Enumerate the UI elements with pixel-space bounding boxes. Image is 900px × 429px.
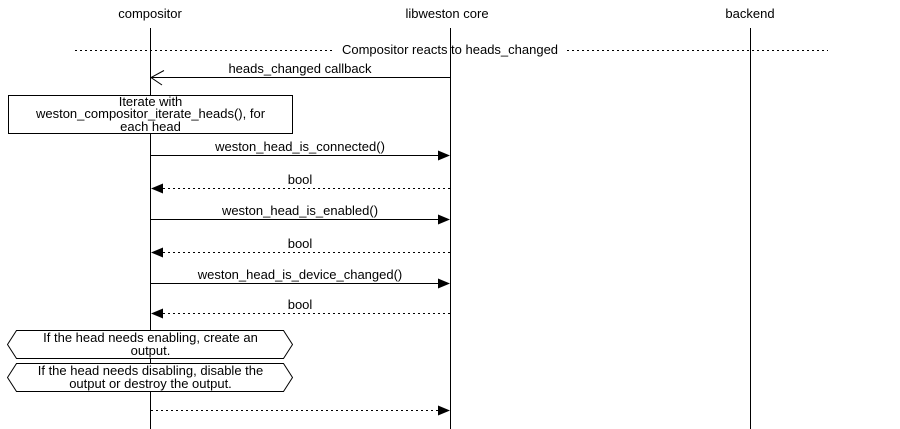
- message-label-weston-head-is-device-changed: weston_head_is_device_changed(): [197, 267, 403, 282]
- note-line: each head: [120, 118, 181, 134]
- message-label-bool-3: bool: [287, 297, 313, 312]
- actor-label-compositor: compositor: [118, 6, 182, 21]
- condition-line: output.: [130, 343, 171, 358]
- message-label-weston-head-is-connected: weston_head_is_connected(): [215, 139, 385, 154]
- message-arrow-bool-2: [151, 247, 450, 258]
- message-arrow-weston-head-is-device-changed: [151, 278, 450, 289]
- condition-line: If the head needs enabling, create an: [43, 330, 258, 345]
- message-label-heads-changed-callback: heads_changed callback: [228, 61, 372, 76]
- actor-label-libweston-core: libweston core: [405, 6, 489, 21]
- note-box: [8, 95, 293, 134]
- note-text: Iterate with weston_compositor_iterate_h…: [8, 95, 293, 134]
- note-line: weston_compositor_iterate_heads(), for: [35, 106, 266, 122]
- condition-text-disabling: If the head needs disabling, disable the…: [8, 363, 293, 391]
- actor-label-backend: backend: [725, 6, 775, 21]
- message-label-weston-head-is-enabled: weston_head_is_enabled(): [221, 203, 379, 218]
- message-arrow-final-return: [151, 405, 450, 416]
- message-arrow-weston-head-is-enabled: [151, 214, 450, 225]
- message-arrow-bool-1: [151, 183, 450, 194]
- condition-box-disabling: [6, 363, 294, 392]
- condition-line: If the head needs disabling, disable the: [37, 363, 264, 378]
- divider-label: Compositor reacts to heads_changed: [341, 42, 559, 57]
- message-label-bool-1: bool: [287, 172, 313, 187]
- note-line: Iterate with: [118, 93, 183, 109]
- message-arrow-bool-3: [151, 308, 450, 319]
- message-arrow-heads-changed-callback: [150, 70, 450, 86]
- condition-line: output or destroy the output.: [69, 376, 232, 391]
- condition-box-enabling: [6, 330, 294, 359]
- message-label-bool-2: bool: [287, 236, 313, 251]
- message-arrow-weston-head-is-connected: [151, 150, 450, 161]
- condition-text-enabling: If the head needs enabling, create an ou…: [8, 330, 293, 358]
